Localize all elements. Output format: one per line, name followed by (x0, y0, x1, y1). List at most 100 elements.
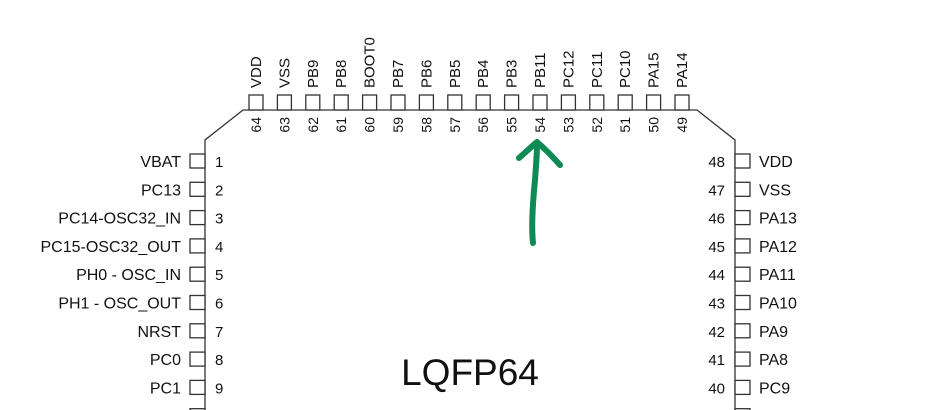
pin-number: 52 (589, 117, 605, 133)
pin-label: PC13 (141, 182, 181, 199)
pin-label: BOOT0 (362, 37, 379, 88)
pin-number: 63 (276, 117, 292, 133)
right-pin: 39 PC8 (708, 408, 790, 410)
pin-box (475, 94, 491, 111)
pin-number: 44 (708, 267, 725, 284)
pin-box (189, 408, 206, 410)
pin-number: 39 (708, 409, 725, 410)
pin-box (276, 94, 293, 111)
pin-number: 53 (560, 117, 576, 133)
pin-number: 4 (215, 239, 223, 256)
pin-box (734, 153, 751, 169)
top-pin-row: VDD64VSS63PB962PB861BOOT060PB759PB658PB5… (248, 37, 691, 132)
pin-box (189, 266, 206, 282)
pin-box (674, 94, 690, 111)
pin-box (189, 294, 206, 311)
pin-label: PB6 (418, 60, 435, 88)
pin-label: PC14-OSC32_IN (58, 211, 181, 228)
pin-box (333, 94, 349, 111)
pin-box (532, 94, 548, 111)
top-pin: PB7 59 (390, 60, 407, 133)
pin-label: PB7 (390, 60, 407, 88)
pin-box (189, 153, 206, 169)
pin-number: 57 (447, 117, 463, 133)
top-pin: VSS 63 (276, 58, 293, 133)
pin-label: PC9 (759, 380, 790, 397)
pin-label: PB5 (447, 60, 464, 88)
pin-label: PA12 (759, 239, 797, 256)
pin-label: PB9 (305, 60, 322, 88)
pin-box (189, 181, 206, 197)
pin-number: 40 (708, 380, 725, 397)
right-pin: 42 PA9 (708, 323, 788, 341)
package-label: LQFP64 (401, 352, 539, 393)
pin-number: 42 (708, 324, 725, 341)
pin-box (503, 94, 520, 111)
pin-number: 58 (418, 117, 434, 133)
pin-number: 41 (708, 352, 725, 369)
pin-number: 6 (215, 296, 223, 313)
pin-number: 9 (215, 380, 223, 397)
pin-box (734, 209, 751, 226)
pin-box (734, 351, 751, 367)
pin-box (189, 209, 206, 226)
pin-number: 64 (248, 117, 264, 133)
pin-box (305, 94, 321, 111)
pin-box (189, 379, 206, 396)
left-pin: PC14-OSC32_IN 3 (58, 209, 223, 228)
pin-number: 61 (333, 117, 349, 133)
pin-number: 59 (390, 117, 406, 133)
pin-label: PC2 (150, 409, 181, 410)
right-pin: 47 VSS (708, 181, 791, 199)
pin-number: 49 (674, 117, 690, 133)
left-pin: PC0 8 (150, 351, 223, 369)
pin-number: 46 (708, 211, 725, 228)
pin-label: VSS (276, 58, 293, 88)
pin-label: PB8 (333, 60, 350, 88)
pin-label: PB3 (504, 60, 521, 88)
pin-label: PC8 (759, 409, 790, 410)
pin-label: PA9 (759, 324, 788, 341)
pin-label: PH0 - OSC_IN (76, 267, 181, 284)
pin-number: 1 (215, 154, 223, 171)
pin-number: 45 (708, 239, 725, 256)
pin-box (560, 94, 577, 111)
pin-label: PA8 (759, 352, 788, 369)
pin-box (734, 408, 751, 410)
pin-box (189, 351, 206, 367)
top-pin: PB5 57 (447, 60, 464, 133)
pin-label: PC0 (150, 352, 181, 369)
right-pin: 45 PA12 (708, 238, 797, 256)
pin-label: PC11 (589, 52, 606, 88)
pin-box (734, 238, 751, 254)
pin-number: 43 (708, 296, 725, 313)
annotation-arrow (516, 139, 563, 246)
pin-number: 54 (532, 117, 548, 133)
pin-number: 8 (215, 352, 223, 369)
pin-label: PA13 (759, 211, 797, 228)
left-pin: PC13 2 (141, 181, 223, 199)
right-pin: 46 PA13 (708, 209, 797, 228)
pin-label: PC15-OSC32_OUT (41, 239, 182, 256)
pin-box (390, 94, 406, 111)
top-pin: PB3 55 (504, 60, 521, 133)
pin-number: 7 (215, 324, 223, 341)
pin-number: 47 (708, 182, 725, 199)
pin-number: 55 (504, 117, 520, 133)
pin-box (418, 94, 435, 111)
pin-label: VSS (759, 182, 791, 199)
pin-number: 2 (215, 182, 223, 199)
pin-label: VBAT (140, 154, 181, 171)
left-pin: VBAT 1 (140, 153, 223, 171)
pin-number: 3 (215, 211, 223, 228)
